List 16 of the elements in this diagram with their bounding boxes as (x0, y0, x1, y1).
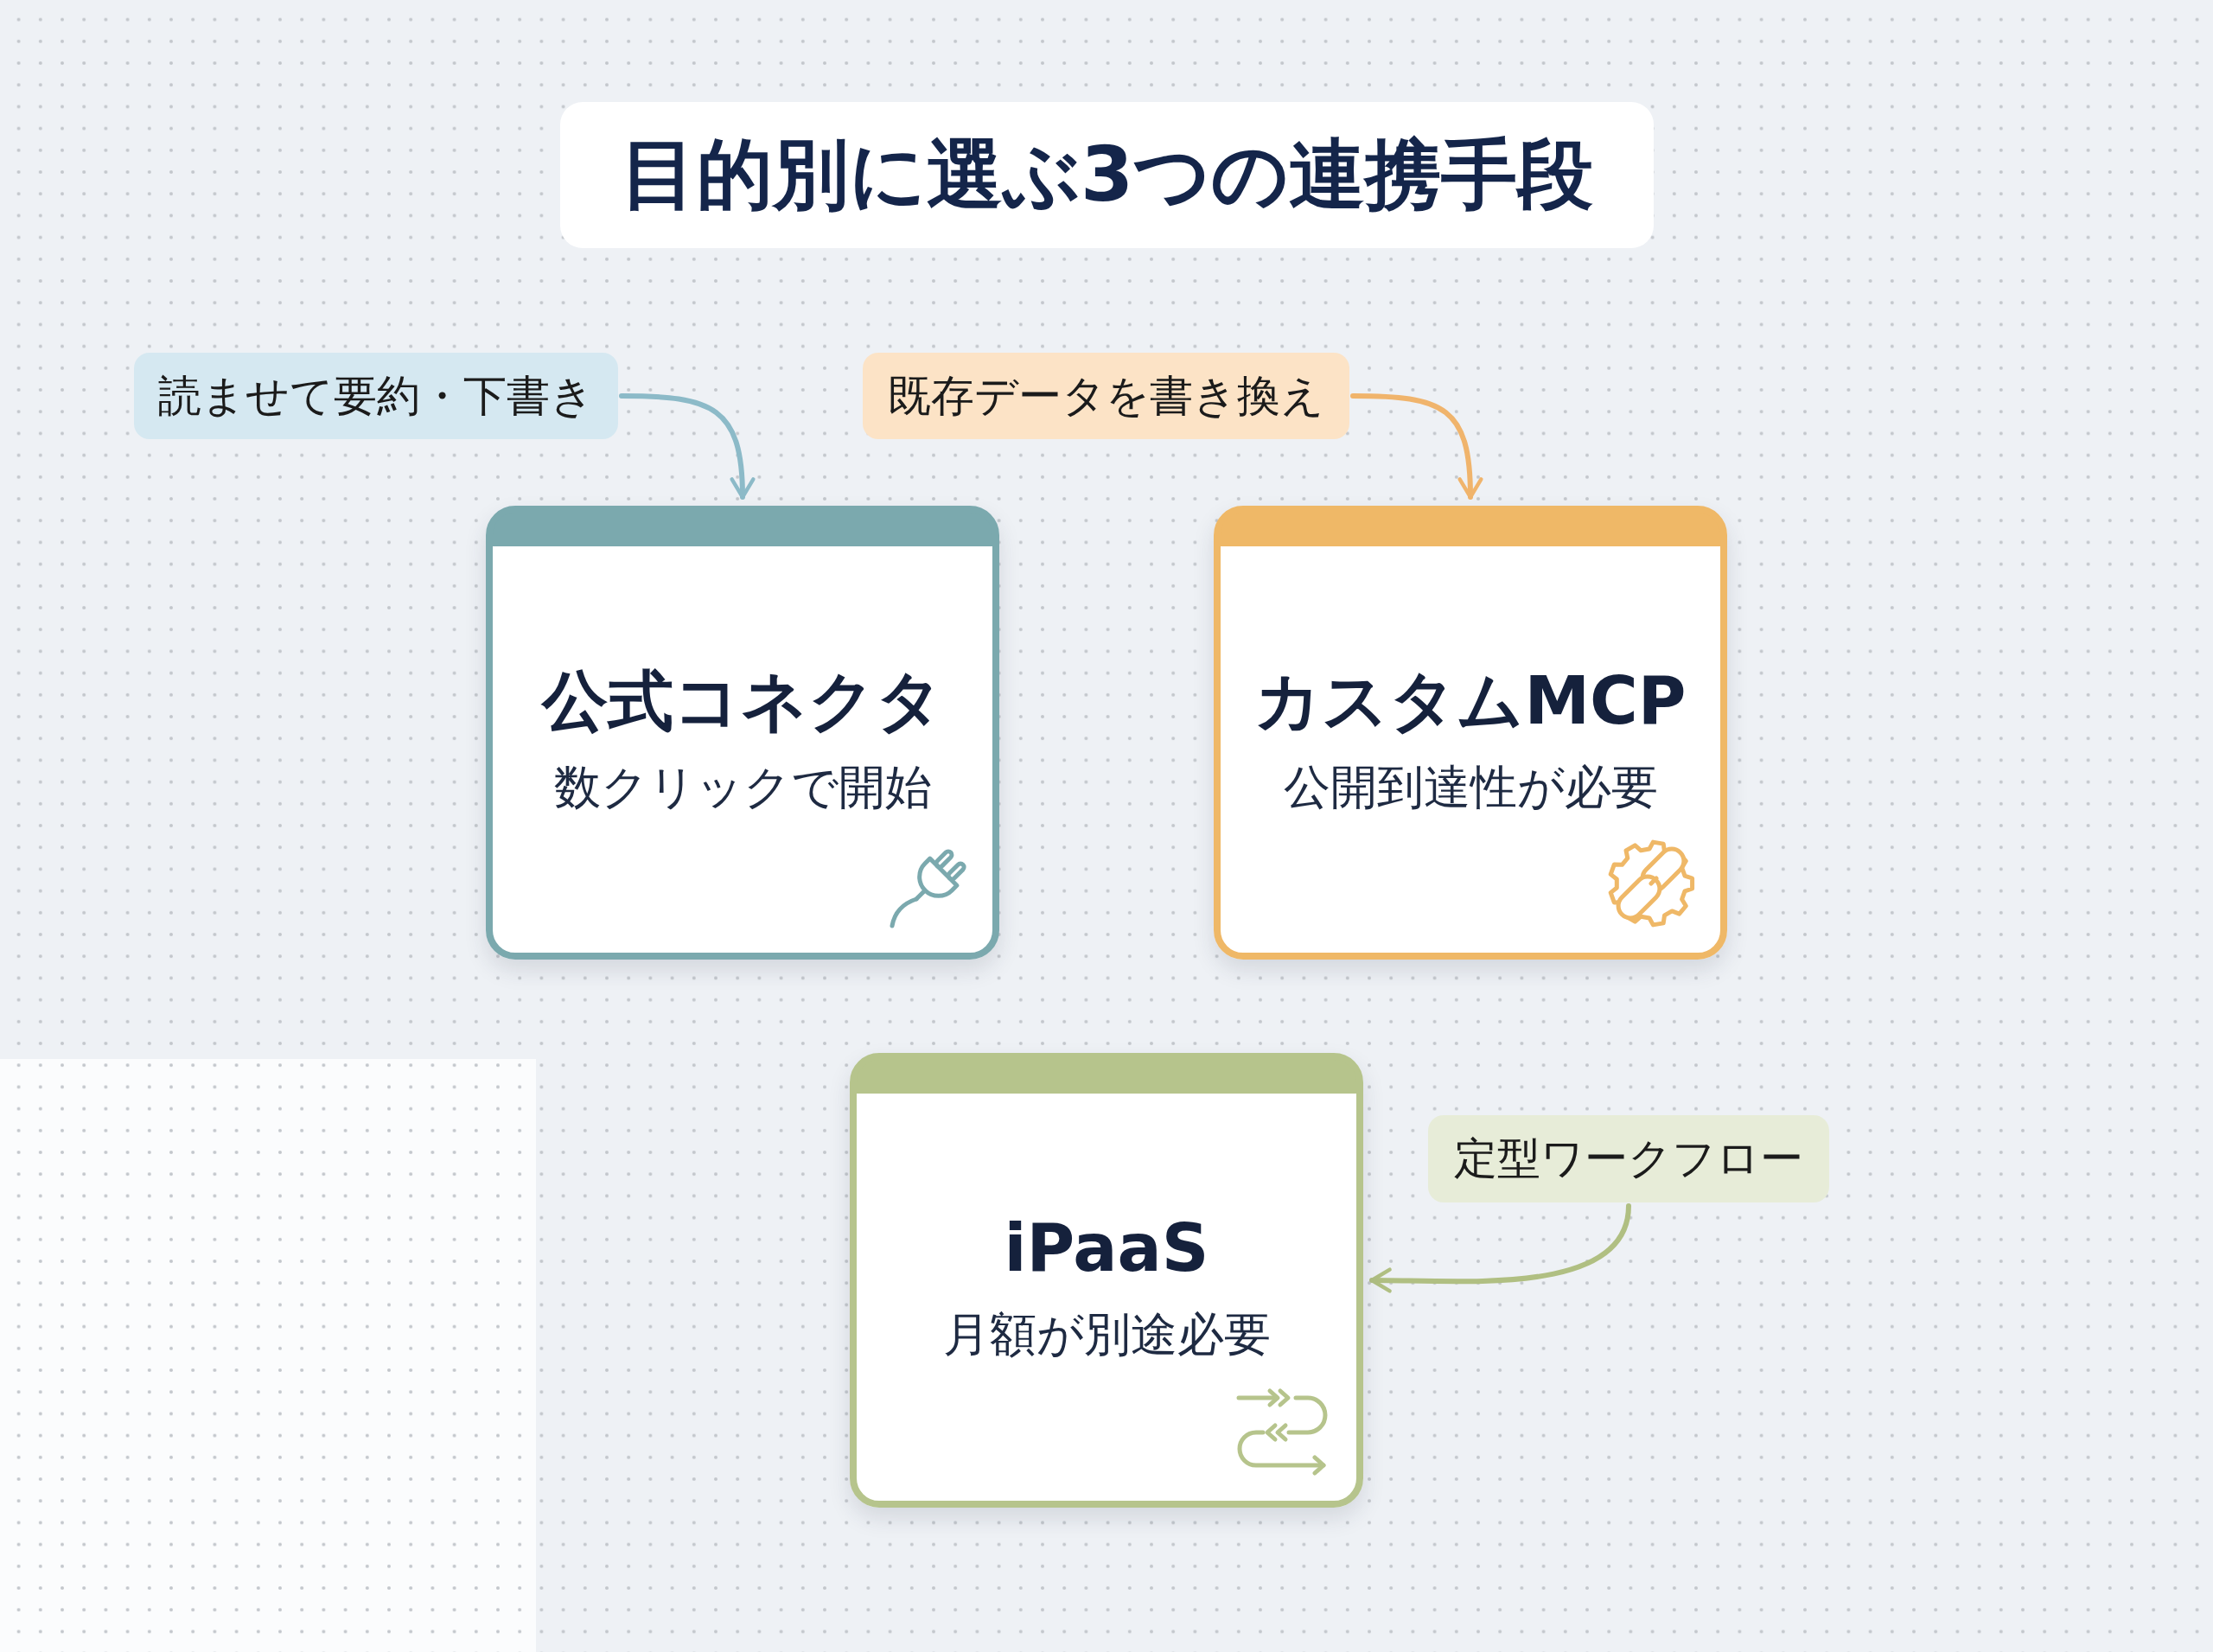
arrow (1350, 393, 1483, 500)
card-title: カスタムMCP (1254, 661, 1687, 741)
card-subtitle: 公開到達性が必要 (1283, 760, 1658, 816)
title: 目的別に選ぶ3つの連携手段 (560, 102, 1654, 248)
card-subtitle: 月額が別途必要 (942, 1307, 1271, 1363)
card (486, 506, 999, 960)
card-title: iPaaS (1004, 1209, 1209, 1288)
card-subtitle: 数クリックで開始 (553, 760, 932, 816)
callout-tag: 既存データを書き換え (863, 353, 1349, 439)
card (1214, 506, 1727, 960)
callout-tag: 定型ワークフロー (1428, 1115, 1829, 1202)
card-title: 公式コネクタ (542, 661, 943, 741)
card (850, 1053, 1363, 1508)
callout-tag: 読ませて要約・下書き (134, 353, 618, 439)
arrow (1369, 1203, 1631, 1293)
arrow (619, 393, 755, 500)
